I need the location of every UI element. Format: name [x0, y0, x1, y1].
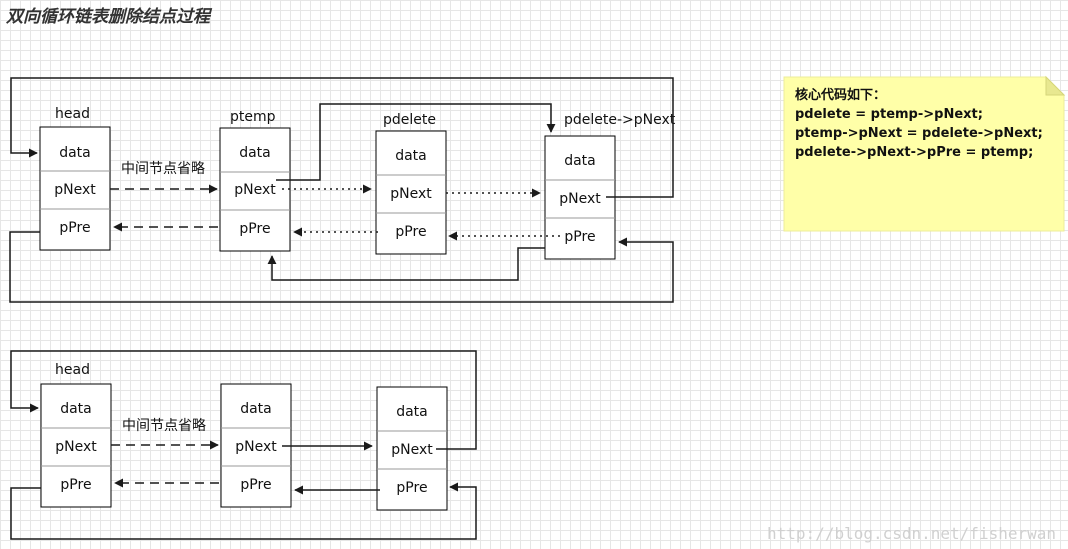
node-ptemp-before: ptemp data pNext pPre — [219, 109, 291, 252]
node-label-head: head — [55, 362, 90, 378]
arrow-head-pre-to-tail — [9, 231, 674, 303]
note-heading: 核心代码如下： — [795, 87, 886, 103]
node-pdelete-before: pdelete data pNext pPre — [375, 112, 447, 255]
node-label-head: head — [55, 106, 90, 122]
field-data: data — [59, 145, 91, 161]
field-pre: pPre — [396, 480, 427, 496]
note-line-3: pdelete->pNext->pPre = ptemp; — [795, 145, 1033, 160]
arrow-ptemp-next-new — [276, 103, 556, 181]
field-data: data — [395, 148, 427, 164]
field-next: pNext — [235, 439, 277, 455]
after-diagram: head data pNext pPre data pNext pPre dat… — [10, 350, 477, 540]
omitted-nodes-label: 中间节点省略 — [122, 418, 206, 434]
node-head-after: head data pNext pPre — [40, 362, 112, 508]
field-next: pNext — [234, 182, 276, 198]
field-data: data — [396, 404, 428, 420]
node-ptemp-after: data pNext pPre — [220, 383, 292, 508]
node-head-before: head data pNext pPre — [39, 106, 111, 251]
field-pre: pPre — [59, 220, 90, 236]
watermark: http://blog.csdn.net/fisherwan — [767, 524, 1056, 543]
field-data: data — [239, 145, 271, 161]
code-note: 核心代码如下： pdelete = ptemp->pNext; ptemp->p… — [783, 75, 1066, 232]
arrow-tail-next-to-head — [10, 77, 674, 198]
field-data: data — [60, 401, 92, 417]
field-next: pNext — [54, 182, 96, 198]
arrow-tail-next-to-head — [10, 350, 477, 450]
note-line-1: pdelete = ptemp->pNext; — [795, 107, 983, 122]
field-pre: pPre — [564, 229, 595, 245]
before-diagram: head data pNext pPre ptemp data pNext pP… — [9, 77, 676, 303]
field-next: pNext — [390, 186, 432, 202]
field-data: data — [564, 153, 596, 169]
field-next: pNext — [391, 442, 433, 458]
field-pre: pPre — [240, 477, 271, 493]
node-next-after: data pNext pPre — [376, 386, 448, 511]
node-label-ptemp: ptemp — [230, 109, 276, 125]
node-pdelete-next-before: pdelete->pNext data pNext pPre — [544, 112, 676, 260]
field-next: pNext — [559, 191, 601, 207]
arrow-pnext-pre-new — [267, 247, 545, 281]
field-next: pNext — [55, 439, 97, 455]
node-label-pdelete-next: pdelete->pNext — [564, 112, 676, 128]
arrow-head-pre-to-tail — [10, 482, 477, 540]
field-pre: pPre — [239, 221, 270, 237]
field-pre: pPre — [60, 477, 91, 493]
node-label-pdelete: pdelete — [383, 112, 436, 128]
note-line-2: ptemp->pNext = pdelete->pNext; — [795, 126, 1043, 141]
diagram-title: 双向循环链表删除结点过程 — [6, 7, 210, 27]
field-pre: pPre — [395, 224, 426, 240]
field-data: data — [240, 401, 272, 417]
omitted-nodes-label: 中间节点省略 — [121, 161, 205, 177]
